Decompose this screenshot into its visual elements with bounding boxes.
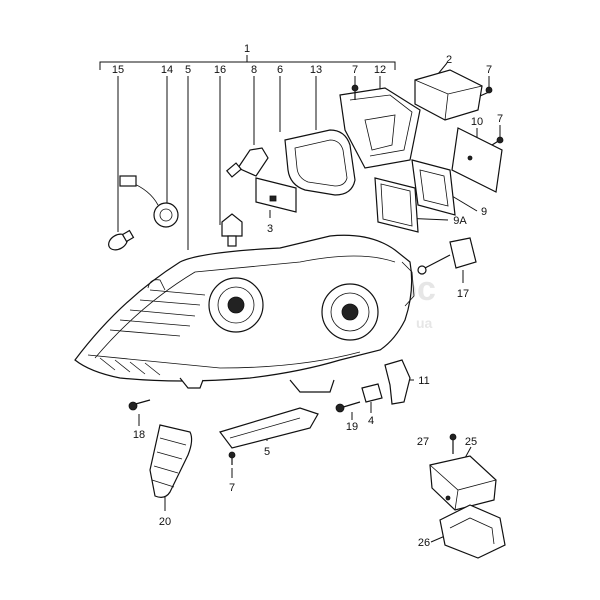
callout-8: 8: [251, 64, 257, 76]
callout-12: 12: [374, 64, 386, 76]
callout-3: 3: [267, 223, 273, 235]
bolt-27: [449, 433, 457, 454]
callout-4: 4: [368, 415, 374, 427]
callout-labels: 1 15 14 5 16 8 6 13 7 12 2 7 10 7 9 9A 3…: [112, 43, 503, 549]
callout-9: 9: [481, 206, 487, 218]
callout-18: 18: [133, 429, 145, 441]
callout-7-d: 7: [229, 482, 235, 494]
headlight-housing: [74, 234, 415, 393]
ballast-9: [411, 159, 456, 216]
screw-7-c: [491, 136, 504, 146]
callout-7-b: 7: [486, 64, 492, 76]
screw-19: [335, 401, 361, 413]
bracket-11: [384, 359, 411, 405]
cover-3: [255, 177, 297, 213]
bar-5: [219, 407, 319, 449]
housing-12: [339, 87, 421, 169]
callout-17: 17: [457, 288, 469, 300]
screw-18: [128, 399, 151, 411]
gasket-9a: [374, 177, 419, 233]
bulb-16: [221, 213, 243, 247]
module-25: [429, 455, 497, 511]
callout-11: 11: [418, 375, 429, 387]
watermark-suffix: ua: [416, 315, 433, 331]
callout-5-bottom: 5: [264, 446, 270, 458]
bracket-26: [439, 504, 506, 559]
adjuster-4: [361, 383, 383, 403]
callout-13: 13: [310, 64, 322, 76]
callout-10: 10: [471, 116, 483, 128]
callout-20: 20: [159, 516, 171, 528]
callout-7-c: 7: [497, 113, 503, 125]
callout-15: 15: [112, 64, 124, 76]
callout-7-a: 7: [352, 64, 358, 76]
callout-1: 1: [244, 43, 250, 55]
bulb-17: [417, 237, 477, 275]
callout-5-top: 5: [185, 64, 191, 76]
callout-6: 6: [277, 64, 283, 76]
callout-9a: 9A: [453, 215, 467, 227]
grille-20: [149, 424, 193, 498]
screw-7-a: [351, 84, 359, 100]
callout-2: 2: [446, 54, 452, 66]
plate-10: [451, 127, 503, 193]
seal-13: [284, 129, 356, 196]
screw-7-d: [228, 451, 236, 465]
callout-25: 25: [465, 436, 477, 448]
screw-7-b: [479, 86, 493, 97]
bulb-15: [108, 229, 135, 251]
group-bracket-1: [99, 55, 396, 70]
callout-26: 26: [418, 537, 430, 549]
control-unit-2: [414, 69, 483, 121]
callout-16: 16: [214, 64, 226, 76]
callout-27: 27: [417, 436, 429, 448]
callout-19: 19: [346, 421, 358, 433]
bulb-8: [225, 147, 269, 178]
socket-14: [119, 175, 179, 228]
callout-14: 14: [161, 64, 173, 76]
